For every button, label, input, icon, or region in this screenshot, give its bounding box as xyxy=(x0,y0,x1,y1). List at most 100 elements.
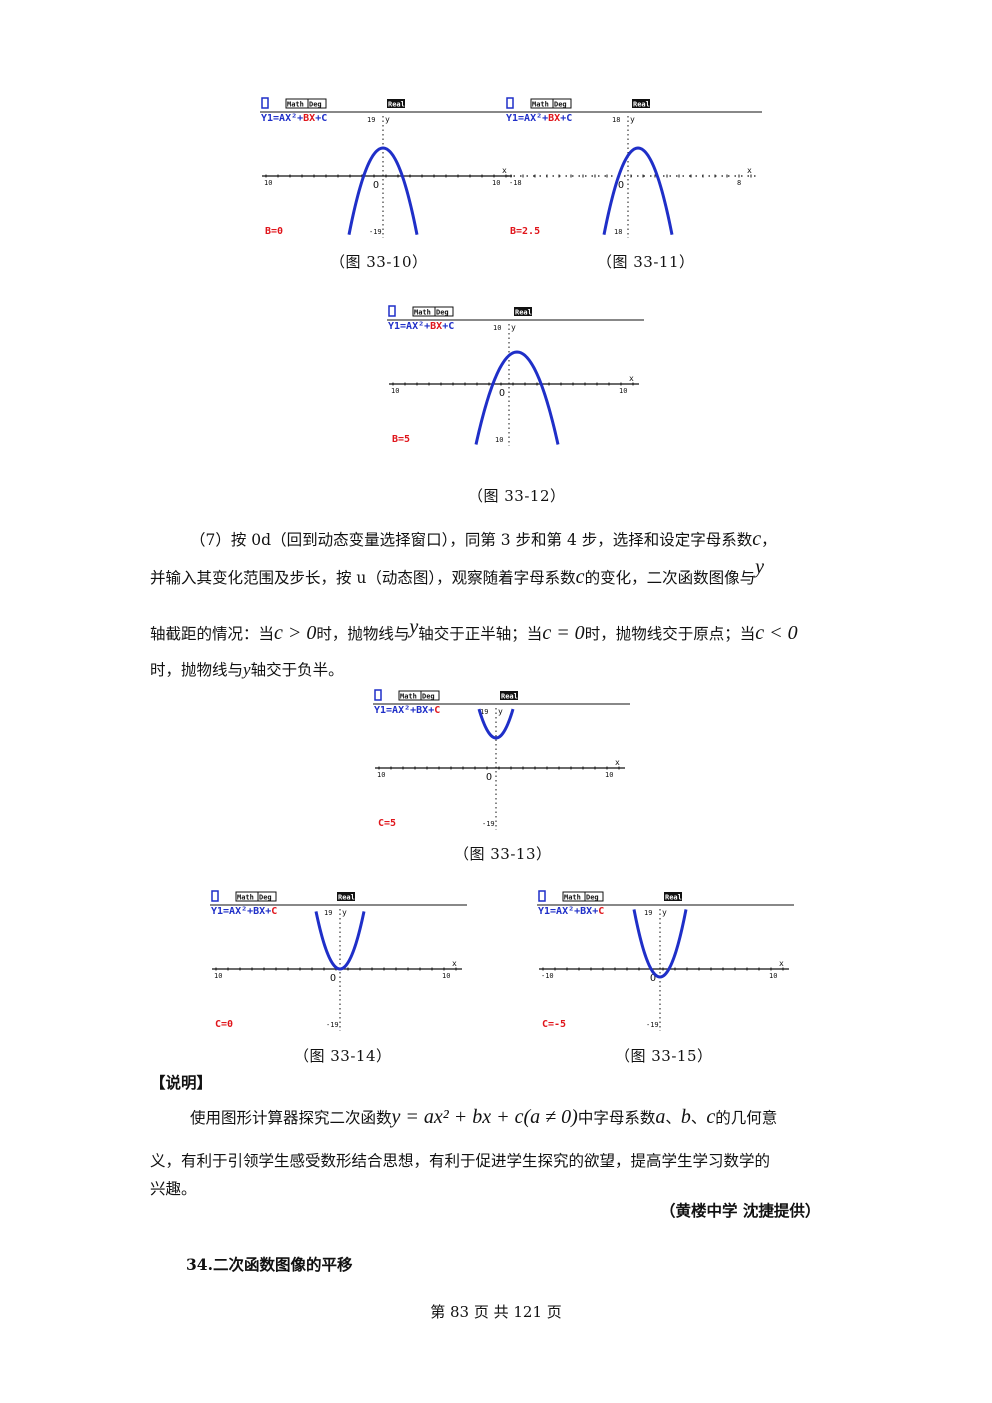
y-axis-label: y xyxy=(662,908,667,917)
x-axis-label: x xyxy=(747,166,752,175)
parameter-value-label: C=5 xyxy=(378,818,396,829)
x-min-label: -10 xyxy=(541,972,554,980)
deg-badge xyxy=(584,891,604,902)
function-label: Y1=AX²+BX+C xyxy=(211,906,277,917)
deg-label: Deg xyxy=(554,101,567,109)
y-axis-label: y xyxy=(498,707,503,716)
math-label: Math xyxy=(237,894,254,902)
quadratic-formula: y = ax² + bx + c(a ≠ 0) xyxy=(391,1106,578,1128)
origin-label: O xyxy=(650,973,656,984)
real-badge xyxy=(632,99,650,108)
caption-33-14: （图 33-14） xyxy=(294,1047,392,1065)
origin-label: O xyxy=(486,772,492,783)
y-max-label: 19 xyxy=(480,708,488,716)
parameter-value-label: C=-5 xyxy=(542,1019,566,1030)
page-footer: 第 83 页 共 121 页 xyxy=(430,1303,562,1321)
real-label: Real xyxy=(338,894,355,902)
y-max-label: 19 xyxy=(644,909,652,917)
parameter-value-label: B=2.5 xyxy=(510,226,540,237)
battery-icon xyxy=(261,97,269,109)
math-label: Math xyxy=(414,309,431,317)
y-max-label: 19 xyxy=(367,116,375,124)
parameter-value-label: B=0 xyxy=(265,226,283,237)
y-max-label: 10 xyxy=(493,324,501,332)
note-line3: 兴趣。 xyxy=(150,1180,197,1198)
note-line2: 义，有利于引领学生感受数形结合思想，有利于促进学生探究的欲望，提高学生学习数学的 xyxy=(150,1152,771,1170)
deg-badge xyxy=(420,690,440,701)
real-badge xyxy=(500,691,518,700)
x-max-label: 10 xyxy=(605,771,613,779)
deg-badge xyxy=(434,306,454,317)
x-max-label: 10 xyxy=(492,179,500,187)
parabola-curve xyxy=(602,146,674,235)
origin-label: O xyxy=(373,180,379,191)
y-min-label: 10 xyxy=(495,436,503,444)
function-label: Y1=AX²+BX+C xyxy=(538,906,604,917)
deg-label: Deg xyxy=(422,693,435,701)
origin-label: O xyxy=(499,388,505,399)
x-min-label: 10 xyxy=(391,387,399,395)
y-axis-label: y xyxy=(630,115,635,124)
x-axis-label: x xyxy=(629,374,634,383)
note-line1: 使用图形计算器探究二次函数y = ax² + bx + c(a ≠ 0)中字母系… xyxy=(190,1106,778,1128)
y-axis-label: y xyxy=(342,908,347,917)
parabola-curve xyxy=(314,911,366,971)
origin-label: O xyxy=(330,973,336,984)
caption-33-11: （图 33-11） xyxy=(597,253,695,271)
origin-label: O xyxy=(618,180,624,191)
deg-label: Deg xyxy=(259,894,272,902)
function-label: Y1=AX²+BX+C xyxy=(388,321,454,332)
real-badge xyxy=(664,892,682,901)
x-min-label: 10 xyxy=(264,179,272,187)
battery-icon xyxy=(506,97,514,109)
parabola-curve xyxy=(477,708,515,740)
y-axis-label: y xyxy=(511,323,516,332)
deg-label: Deg xyxy=(436,309,449,317)
math-label: Math xyxy=(287,101,304,109)
y-min-label: -19 xyxy=(369,228,382,236)
step7-line2: 并输入其变化范围及步长，按 u（动态图），观察随着字母系数c的变化，二次函数图像… xyxy=(150,556,764,588)
battery-icon xyxy=(538,890,546,902)
real-label: Real xyxy=(501,693,518,701)
x-min-label: -18 xyxy=(509,179,522,187)
y-min-label: -19 xyxy=(646,1021,659,1029)
caption-33-13: （图 33-13） xyxy=(454,845,552,863)
function-label: Y1=AX²+BX+C xyxy=(374,705,440,716)
real-label: Real xyxy=(665,894,682,902)
math-label: Math xyxy=(564,894,581,902)
real-label: Real xyxy=(388,101,405,109)
x-max-label: 8 xyxy=(737,179,741,187)
real-badge xyxy=(387,99,405,108)
step7-line1: （7）按 0d（回到动态变量选择窗口），同第 3 步和第 4 步，选择和设定字母… xyxy=(190,528,777,550)
parabola-curve xyxy=(632,909,688,979)
x-axis-label: x xyxy=(502,166,507,175)
step7-line4: 时，抛物线与y轴交于负半。 xyxy=(150,660,344,679)
function-label: Y1=AX²+BX+C xyxy=(261,113,327,124)
x-axis-label: x xyxy=(452,959,457,968)
y-min-label: -19 xyxy=(326,1021,339,1029)
x-axis-label: x xyxy=(779,959,784,968)
caption-33-10: （图 33-10） xyxy=(330,253,428,271)
y-min-label: 18 xyxy=(614,228,622,236)
caption-33-12: （图 33-12） xyxy=(468,487,566,505)
x-max-label: 10 xyxy=(619,387,627,395)
parameter-value-label: B=5 xyxy=(392,434,410,445)
deg-label: Deg xyxy=(309,101,322,109)
y-min-label: -19 xyxy=(482,820,495,828)
deg-badge xyxy=(552,98,572,109)
x-axis-label: x xyxy=(615,758,620,767)
step7-line3: 轴截距的情况：当c > 0时，抛物线与y轴交于正半轴；当c = 0时，抛物线交于… xyxy=(150,616,798,644)
real-badge xyxy=(514,307,532,316)
battery-icon xyxy=(374,689,382,701)
parabola-curve xyxy=(474,350,560,445)
